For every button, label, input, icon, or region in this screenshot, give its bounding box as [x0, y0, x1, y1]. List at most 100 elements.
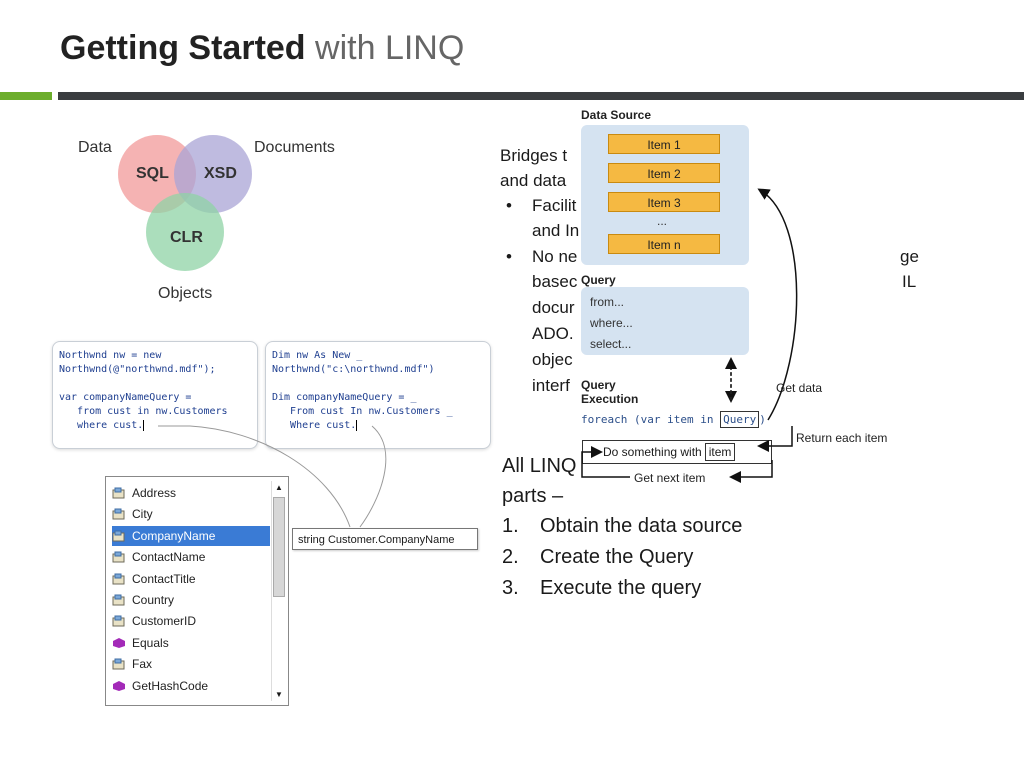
bullet2-line6: interf: [532, 376, 570, 395]
venn-diagram: Data Documents Objects SQL XSD CLR: [70, 125, 370, 315]
scrollbar[interactable]: ▲▼: [271, 481, 286, 701]
venn-label-objects: Objects: [158, 285, 213, 302]
bullet2-right1: ge: [900, 247, 919, 266]
step-2: 2. Create the Query: [502, 542, 693, 573]
bullet1-line1: Facilit: [532, 196, 577, 215]
venn-label-data: Data: [78, 139, 112, 156]
slide-title: Getting Started with LINQ: [60, 28, 464, 68]
intellisense-item[interactable]: ContactTitle: [112, 569, 270, 589]
query-line: select...: [590, 337, 632, 351]
intellisense-tooltip: string Customer.CompanyName: [292, 528, 478, 550]
bullet2-line5: objec: [532, 350, 573, 369]
venn-label-documents: Documents: [254, 139, 335, 156]
steps-intro-2: parts –: [502, 485, 564, 507]
clr-label: CLR: [170, 229, 203, 246]
bullet-dot: •: [506, 196, 512, 215]
intellisense-item-label: CompanyName: [132, 528, 216, 543]
step-number: 1.: [502, 515, 519, 537]
data-item: Item 3: [608, 192, 720, 212]
code-line: Northwnd(@"northwnd.mdf");: [59, 364, 216, 375]
code-line: Where cust.​: [272, 420, 358, 431]
scroll-down-icon[interactable]: ▼: [275, 690, 283, 699]
intellisense-item[interactable]: ContactName: [112, 547, 270, 567]
intellisense-item-label: Equals: [132, 635, 169, 650]
body-line-2: and data: [500, 171, 567, 190]
intellisense-item[interactable]: Country: [112, 590, 270, 610]
intellisense-item-label: CustomerID: [132, 614, 197, 629]
query-title: Query: [581, 273, 616, 287]
data-item: Item 1: [608, 134, 720, 154]
bullet2-right2: IL: [902, 272, 917, 291]
code-line: from cust in nw.Customers: [59, 406, 228, 417]
property-icon: [112, 592, 126, 606]
code-line: where cust.​: [59, 420, 145, 431]
sql-label: SQL: [136, 165, 169, 182]
item-box: item: [704, 443, 736, 461]
property-icon: [112, 549, 126, 563]
query-panel: [581, 287, 749, 355]
return-each-label: Return each item: [796, 431, 888, 445]
code-line: var companyNameQuery =: [59, 392, 192, 403]
data-item: Item 2: [608, 163, 720, 183]
bullet2-line2: basec: [532, 272, 578, 291]
query-line: from...: [590, 295, 625, 309]
bullet2-line1: No ne: [532, 247, 578, 266]
intellisense-item-label: City: [132, 507, 153, 522]
steps-intro-1: All LINQ: [502, 455, 577, 477]
bullet2-line3: docur: [532, 298, 575, 317]
execution-title: Query Execution: [581, 378, 639, 406]
method-icon: [112, 678, 126, 691]
intellisense-item[interactable]: CompanyName: [112, 525, 270, 546]
intellisense-item[interactable]: Fax: [112, 654, 270, 674]
accent-bar-green: [0, 92, 52, 100]
xsd-label: XSD: [204, 165, 237, 182]
step-text: Create the Query: [540, 546, 694, 568]
clr-circle: [146, 193, 224, 271]
intellisense-item[interactable]: GetHashCode: [112, 676, 270, 696]
code-line: Dim nw As New _: [272, 350, 363, 361]
foreach-query-box: Query: [720, 411, 760, 428]
data-item-ellipsis: ...: [657, 214, 668, 228]
intellisense-item-label: ContactTitle: [132, 571, 196, 586]
intellisense-item-label: Country: [132, 593, 175, 607]
code-line: Northwnd("c:\northwnd.mdf"): [272, 364, 435, 375]
bullet1-line2: and In: [532, 221, 580, 240]
step-number: 3.: [502, 577, 519, 599]
title-bold: Getting Started: [60, 29, 306, 67]
intellisense-item[interactable]: CustomerID: [112, 611, 270, 631]
step-text: Obtain the data source: [540, 515, 743, 537]
method-icon: [112, 635, 126, 648]
data-source-title: Data Source: [581, 108, 652, 122]
foreach-line: foreach (var item in Query): [581, 411, 766, 428]
intellisense-item-label: Fax: [132, 657, 153, 672]
step-3: 3.Execute the query: [502, 573, 701, 604]
property-icon: [112, 485, 126, 499]
intellisense-item-label: Address: [132, 486, 177, 500]
body-line-1: Bridges t: [500, 146, 568, 165]
vb-code-panel: Dim nw As New _ Northwnd("c:\northwnd.md…: [265, 341, 491, 449]
code-line: From cust In nw.Customers _: [272, 406, 453, 417]
intellisense-item-label: ContactName: [132, 550, 206, 565]
get-data-label: Get data: [776, 381, 823, 395]
property-icon: [112, 613, 126, 627]
property-icon: [112, 528, 126, 542]
property-icon: [112, 571, 126, 585]
query-line: where...: [590, 316, 633, 330]
property-icon: [112, 506, 126, 520]
code-line: Northwnd nw = new: [59, 350, 162, 361]
title-light: with LINQ: [315, 29, 465, 67]
scroll-thumb[interactable]: [273, 497, 285, 597]
intellisense-item[interactable]: Address: [112, 483, 270, 503]
scroll-up-icon[interactable]: ▲: [275, 483, 283, 492]
bullet2-line4: ADO.: [532, 324, 574, 343]
get-next-label: Get next item: [634, 471, 706, 485]
intellisense-item[interactable]: City: [112, 504, 270, 524]
data-item: Item n: [608, 234, 720, 254]
step-number: 2.: [502, 546, 519, 568]
code-line: Dim companyNameQuery = _: [272, 392, 417, 403]
intellisense-item[interactable]: Equals: [112, 633, 270, 653]
